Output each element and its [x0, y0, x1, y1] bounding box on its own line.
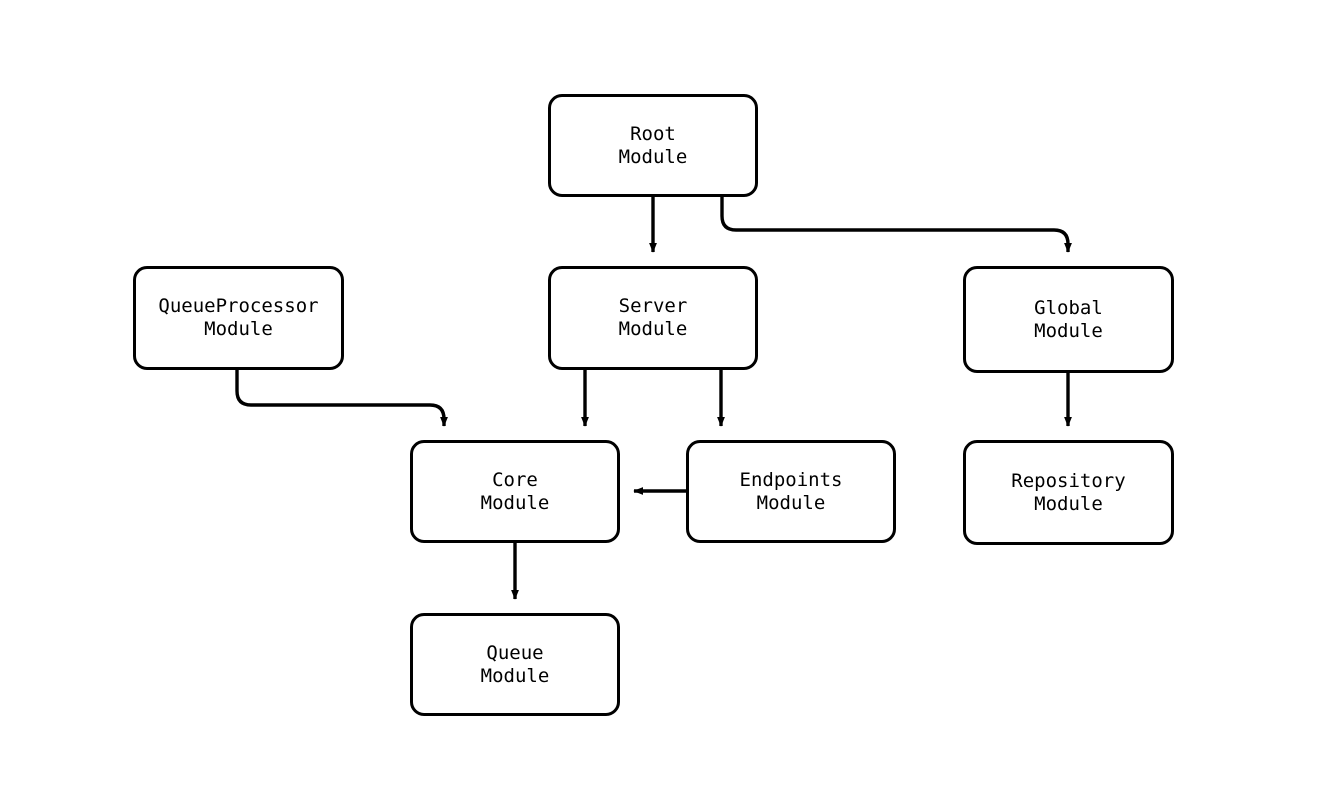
node-repository-module-line1: Repository [1011, 469, 1126, 492]
edge-root-to-global [720, 197, 1072, 253]
node-core-module[interactable]: Core Module [410, 440, 620, 543]
node-root-module-line2: Module [618, 145, 688, 168]
node-core-module-line1: Core [492, 468, 538, 491]
node-server-module-line1: Server [618, 295, 688, 317]
node-server-module-line2: Module [618, 318, 688, 340]
node-repository-module-line2: Module [1034, 492, 1103, 515]
node-queueprocessor-module[interactable]: QueueProcessor Module [133, 266, 344, 370]
node-server-module[interactable]: Server Module [548, 266, 758, 370]
node-endpoints-module-line2: Module [756, 491, 826, 514]
node-global-module[interactable]: Global Module [963, 266, 1174, 373]
node-endpoints-module[interactable]: Endpoints Module [686, 440, 896, 543]
node-core-module-line2: Module [480, 491, 550, 514]
node-repository-module[interactable]: Repository Module [963, 440, 1174, 545]
node-queue-module-line1: Queue [486, 641, 544, 664]
node-root-module-line1: Root [630, 122, 676, 145]
edge-queueprocessor-to-core [235, 370, 448, 427]
node-queue-module[interactable]: Queue Module [410, 613, 620, 716]
node-root-module[interactable]: Root Module [548, 94, 758, 197]
node-queue-module-line2: Module [480, 664, 550, 687]
node-endpoints-module-line1: Endpoints [739, 468, 843, 491]
node-global-module-line1: Global [1034, 296, 1103, 319]
node-queueprocessor-module-line2: Module [204, 318, 273, 340]
node-global-module-line2: Module [1034, 319, 1103, 342]
node-queueprocessor-module-line1: QueueProcessor [158, 295, 319, 317]
